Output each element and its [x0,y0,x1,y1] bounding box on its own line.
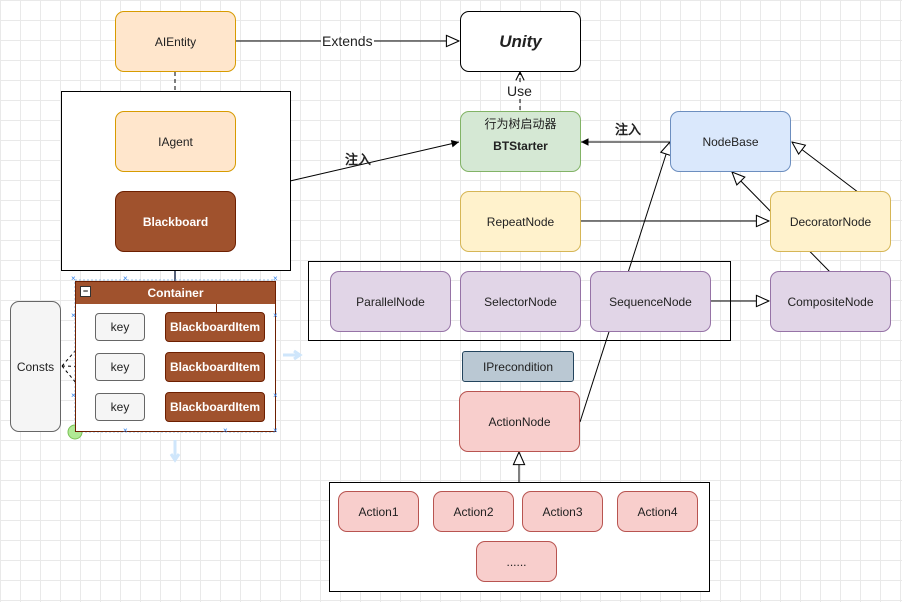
action4-node[interactable]: Action4 [617,491,698,532]
consts-node[interactable]: Consts [10,301,61,432]
decoratornode-node[interactable]: DecoratorNode [770,191,891,252]
unity-label: Unity [499,31,542,51]
action3-node[interactable]: Action3 [522,491,603,532]
aientity-label: AIEntity [154,34,197,49]
actionnode-node[interactable]: ActionNode [459,391,580,452]
blackboard-item-2[interactable]: BlackboardItem [165,352,265,382]
selectornode-label: SelectorNode [484,294,557,309]
action3-label: Action3 [542,504,583,519]
compositenode-label: CompositeNode [787,294,874,309]
blackboard-node[interactable]: Blackboard [115,191,236,252]
inject-right-label: 注入 [615,122,642,137]
blackboard-item-2-label: BlackboardItem [169,360,261,374]
inject-left-label: 注入 [345,152,372,167]
nodebase-node[interactable]: NodeBase [670,111,791,172]
resize-handle-w2[interactable]: × [71,391,76,400]
action4-label: Action4 [637,504,678,519]
btstarter-node[interactable]: 行为树启动器 BTStarter [460,111,581,172]
key-1[interactable]: key [95,313,145,341]
parallelnode-label: ParallelNode [356,294,425,309]
repeatnode-node[interactable]: RepeatNode [460,191,581,252]
action-more-node[interactable]: ...... [476,541,557,582]
iagent-node[interactable]: IAgent [115,111,236,172]
aientity-node[interactable]: AIEntity [115,11,236,72]
consts-label: Consts [16,359,55,374]
key-3[interactable]: key [95,393,145,421]
btstarter-label: BTStarter [493,139,548,153]
key-2[interactable]: key [95,353,145,381]
sequencenode-label: SequenceNode [609,294,692,309]
actionnode-label: ActionNode [488,414,551,429]
resize-handle-e2[interactable]: × [273,391,278,400]
iprecondition-label: IPrecondition [482,359,554,374]
container-label: Container [147,286,204,300]
resize-handle-nw[interactable]: × [71,274,76,283]
action2-label: Action2 [453,504,494,519]
iagent-label: IAgent [158,134,193,149]
compositenode-node[interactable]: CompositeNode [770,271,891,332]
parallelnode-node[interactable]: ParallelNode [330,271,451,332]
action1-node[interactable]: Action1 [338,491,419,532]
use-label: Use [507,83,532,99]
blackboard-label: Blackboard [142,214,209,229]
resize-handle-s2[interactable]: × [223,426,228,435]
collapse-icon[interactable]: − [80,286,91,297]
extends-label: Extends [321,33,374,49]
key-1-label: key [110,320,130,334]
container-header[interactable]: − Container [76,282,275,304]
drag-hint-down [169,440,181,463]
blackboard-item-1-label: BlackboardItem [169,320,261,334]
resize-handle-se[interactable]: × [273,426,278,435]
edge-inject-left [289,140,460,182]
action-more-label: ...... [506,554,527,569]
resize-handle-s1[interactable]: × [123,426,128,435]
repeatnode-label: RepeatNode [486,214,555,229]
decoratornode-label: DecoratorNode [789,214,872,229]
sequencenode-node[interactable]: SequenceNode [590,271,711,332]
container-divider [216,304,217,316]
blackboard-item-3[interactable]: BlackboardItem [165,392,265,422]
selectornode-node[interactable]: SelectorNode [460,271,581,332]
resize-handle-n[interactable]: × [123,274,128,283]
unity-node[interactable]: Unity [460,11,581,72]
resize-handle-w1[interactable]: × [71,311,76,320]
composite-frame[interactable] [308,261,731,341]
resize-handle-ne[interactable]: × [273,274,278,283]
key-3-label: key [110,400,130,414]
action2-node[interactable]: Action2 [433,491,514,532]
resize-handle-e1[interactable]: × [273,311,278,320]
blackboard-item-3-label: BlackboardItem [169,400,261,414]
btstarter-cn-label: 行为树启动器 [484,117,557,131]
key-2-label: key [110,360,130,374]
nodebase-label: NodeBase [702,134,759,149]
action1-label: Action1 [358,504,399,519]
iprecondition-node[interactable]: IPrecondition [462,351,574,382]
drag-hint-right [283,349,303,361]
blackboard-item-1[interactable]: BlackboardItem [165,312,265,342]
